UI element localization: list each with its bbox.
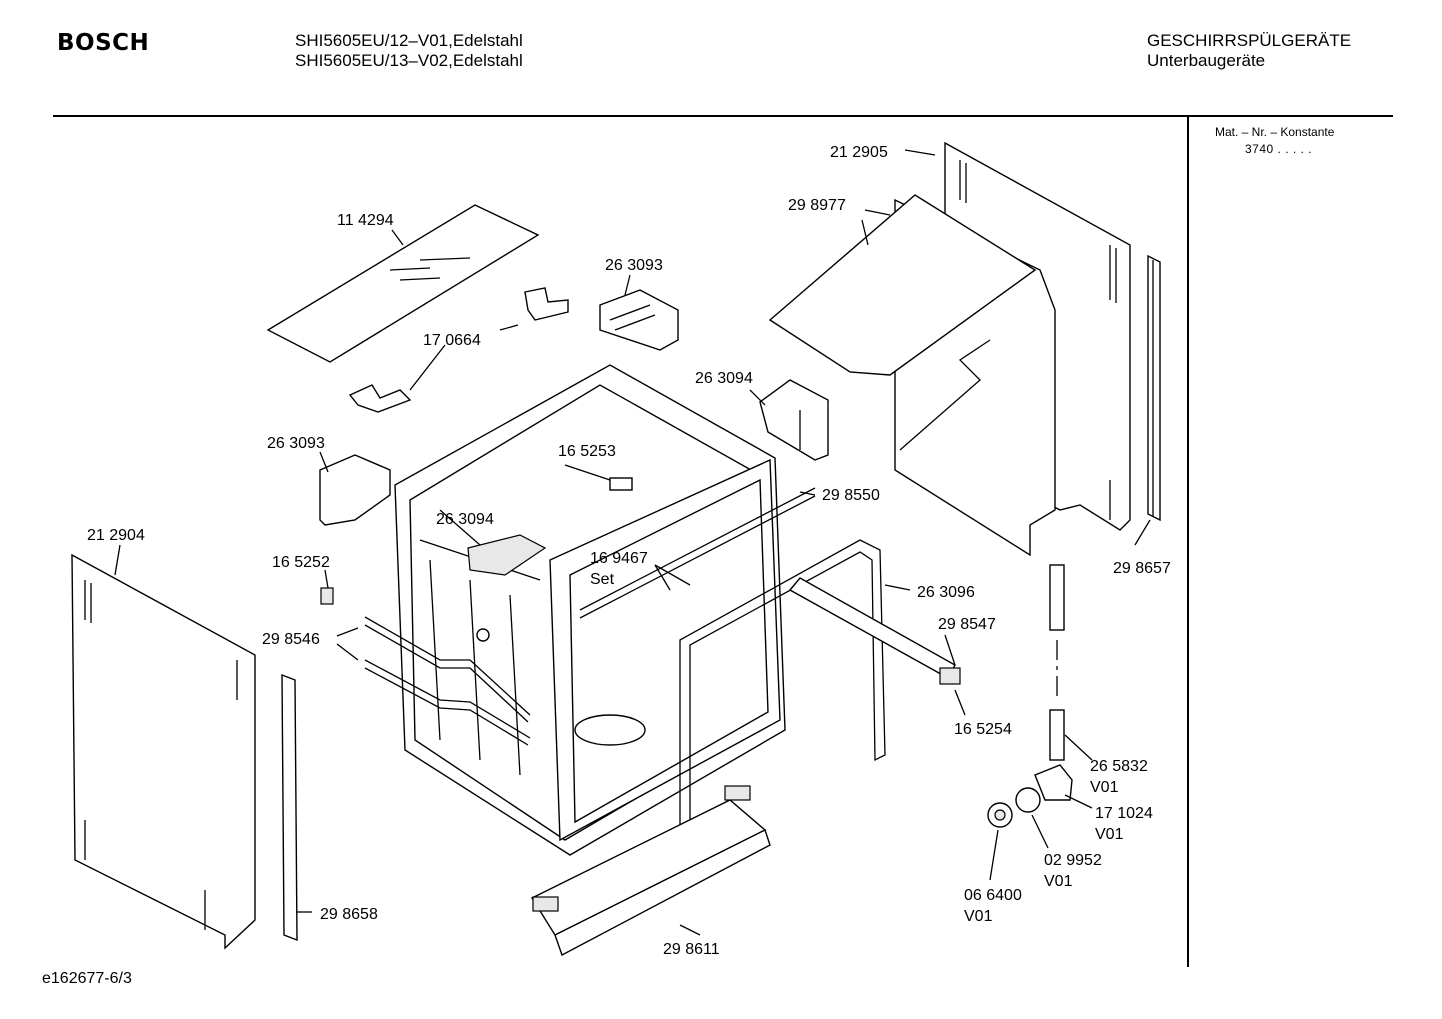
trim-strip-left[interactable] bbox=[281, 673, 298, 942]
part-label-170664: 17 0664 bbox=[423, 332, 481, 349]
part-label-298550: 29 8550 bbox=[822, 487, 880, 504]
category-subtitle: Unterbaugeräte bbox=[1147, 51, 1266, 70]
side-panel-left[interactable] bbox=[71, 553, 256, 950]
part-label-066400-ver: V01 bbox=[964, 908, 993, 925]
part-label-298547: 29 8547 bbox=[938, 616, 996, 633]
drain-hose-assembly[interactable] bbox=[987, 564, 1073, 828]
part-label-265832-ver: V01 bbox=[1090, 779, 1119, 796]
part-label-171024-ver: V01 bbox=[1095, 826, 1124, 843]
part-label-263093-top: 26 3093 bbox=[605, 257, 663, 274]
part-label-029952-ver: V01 bbox=[1044, 873, 1073, 890]
trim-strip-right[interactable] bbox=[1147, 254, 1161, 522]
header-divider bbox=[53, 115, 1393, 117]
brand-logo: BOSCH bbox=[57, 30, 150, 56]
model-line-2: SHI5605EU/13–V02,Edelstahl bbox=[295, 51, 523, 70]
part-label-114294: 11 4294 bbox=[337, 212, 394, 229]
part-label-263094-tub: 26 3094 bbox=[436, 511, 494, 528]
clip-small[interactable] bbox=[320, 587, 334, 605]
part-label-263094-right: 26 3094 bbox=[695, 370, 753, 387]
part-label-171024: 17 1024 bbox=[1095, 805, 1153, 822]
hinge-block[interactable] bbox=[599, 289, 679, 351]
part-label-169467-set: Set bbox=[590, 571, 615, 588]
part-label-263096: 26 3096 bbox=[917, 584, 975, 601]
part-label-029952: 02 9952 bbox=[1044, 852, 1102, 869]
mat-nr-label: Mat. – Nr. – Konstante bbox=[1215, 125, 1335, 139]
part-label-165252: 16 5252 bbox=[272, 554, 330, 571]
part-label-263093-left: 26 3093 bbox=[267, 435, 325, 452]
part-label-165254: 16 5254 bbox=[954, 721, 1012, 738]
part-label-169467: 16 9467 bbox=[590, 550, 648, 567]
part-label-212904: 21 2904 bbox=[87, 527, 145, 544]
model-line-1: SHI5605EU/12–V01,Edelstahl bbox=[295, 31, 523, 50]
part-label-298546: 29 8546 bbox=[262, 631, 320, 648]
rail-guides[interactable] bbox=[364, 616, 531, 746]
part-label-066400: 06 6400 bbox=[964, 887, 1022, 904]
part-labels: 21 2905 29 8977 11 4294 26 3093 17 0664 … bbox=[87, 144, 1171, 958]
mounting-bracket[interactable] bbox=[348, 287, 569, 413]
part-label-265832: 26 5832 bbox=[1090, 758, 1148, 775]
part-label-298657: 29 8657 bbox=[1113, 560, 1171, 577]
hinge-cover[interactable] bbox=[759, 379, 829, 461]
drawing-code: e162677-6/3 bbox=[42, 970, 132, 987]
kick-plate[interactable] bbox=[530, 785, 771, 956]
leader-lines bbox=[114, 149, 1151, 936]
top-cover-plate[interactable] bbox=[266, 204, 540, 363]
part-label-298658: 29 8658 bbox=[320, 906, 378, 923]
insulation-mat[interactable] bbox=[768, 194, 1056, 557]
dishwasher-tub[interactable] bbox=[394, 364, 786, 856]
frame-strip[interactable] bbox=[579, 487, 816, 619]
mat-nr-value: 3740 . . . . . bbox=[1245, 142, 1313, 156]
part-label-212905: 21 2905 bbox=[830, 144, 888, 161]
part-label-298611: 29 8611 bbox=[663, 941, 720, 958]
part-label-298977: 29 8977 bbox=[788, 197, 846, 214]
sidebar-divider bbox=[1187, 117, 1189, 967]
category-title: GESCHIRRSPÜLGERÄTE bbox=[1147, 31, 1352, 50]
hinge-block-left[interactable] bbox=[319, 454, 391, 526]
part-label-165253: 16 5253 bbox=[558, 443, 616, 460]
